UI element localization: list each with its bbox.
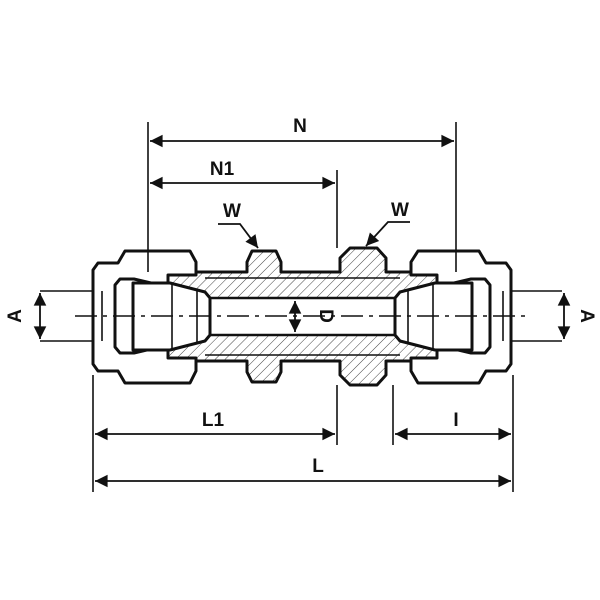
label-A-left: A xyxy=(5,309,26,323)
label-I: I xyxy=(453,410,458,431)
extension-lines xyxy=(92,122,514,492)
label-W-left: W xyxy=(223,201,241,222)
label-A-right: A xyxy=(576,309,597,323)
label-L1: L1 xyxy=(202,410,225,431)
leader-W-right xyxy=(365,221,410,247)
label-W-right: W xyxy=(391,200,409,221)
label-D: D xyxy=(315,309,336,323)
label-N: N xyxy=(293,116,307,137)
leader-W-left xyxy=(218,223,259,249)
label-N1: N1 xyxy=(210,159,235,180)
label-L: L xyxy=(312,456,324,477)
